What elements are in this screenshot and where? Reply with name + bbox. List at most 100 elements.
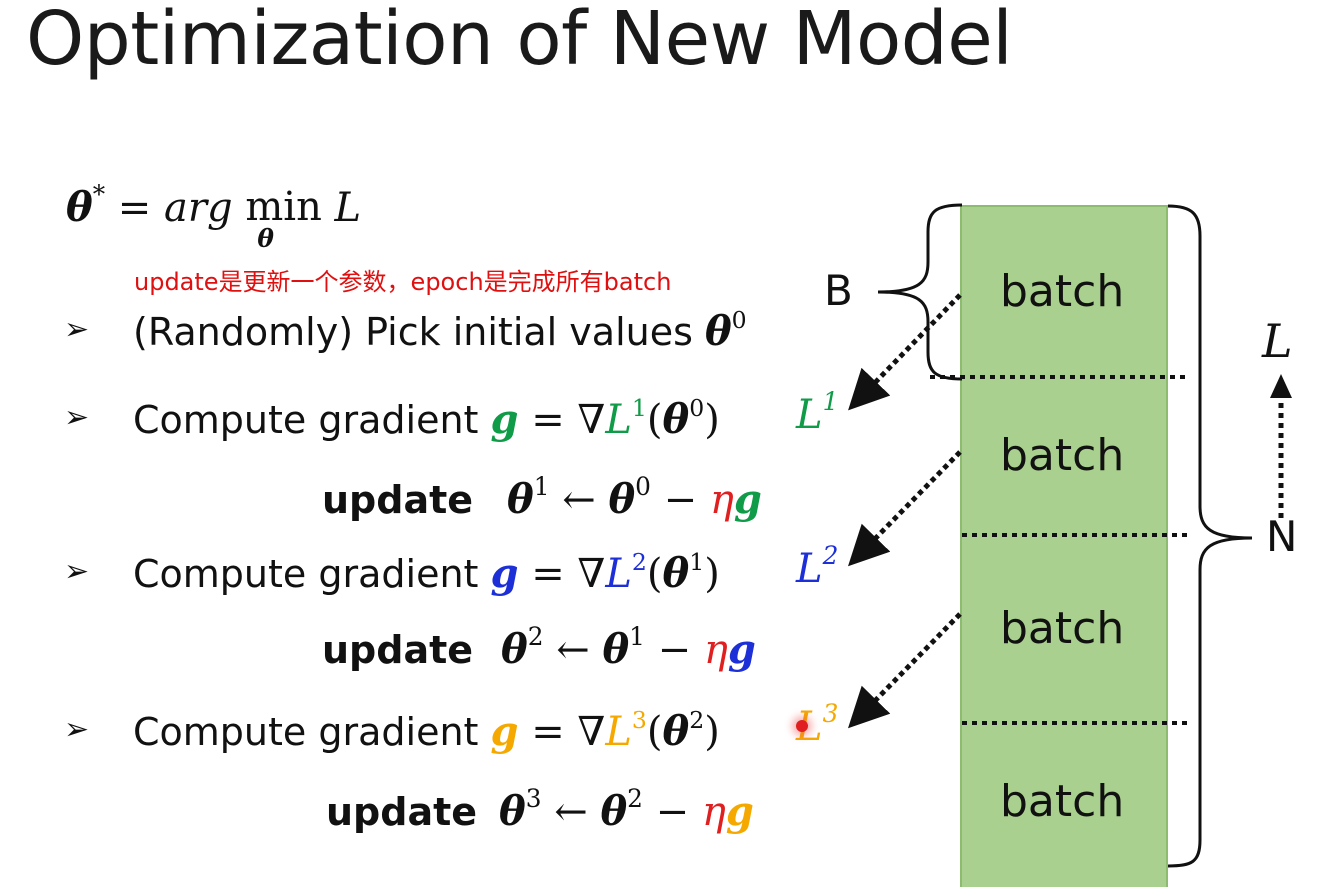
objective-min-text: min bbox=[245, 184, 322, 230]
side-loss-sup: 2 bbox=[822, 541, 839, 571]
update-theta-old: θ bbox=[600, 788, 628, 835]
side-loss-2: L2 bbox=[796, 543, 838, 592]
side-loss-3: L3 bbox=[796, 701, 838, 750]
update-g: g bbox=[727, 626, 756, 673]
update-theta-old-sup: 1 bbox=[629, 622, 645, 652]
bullet-arrow-icon: ➢ bbox=[64, 400, 90, 435]
update-theta-old: θ bbox=[608, 476, 636, 523]
batch-label: batch bbox=[1000, 603, 1125, 654]
update-theta-old: θ bbox=[602, 626, 630, 673]
side-loss-letter: L bbox=[796, 392, 823, 438]
batch-size-label: B bbox=[824, 266, 853, 315]
update-theta-new-sup: 2 bbox=[527, 622, 544, 652]
update-theta-new: θ bbox=[499, 788, 526, 835]
gradient-text: Compute gradient bbox=[133, 552, 491, 596]
gradient-nabla: = ∇ bbox=[518, 709, 606, 755]
gradient-loss-sup: 3 bbox=[631, 706, 647, 735]
paren-close: ) bbox=[704, 397, 720, 443]
objective-min-sub: θ bbox=[257, 224, 274, 253]
update-word: update bbox=[322, 478, 474, 522]
batch-brace bbox=[877, 203, 963, 381]
gradient-loss: L bbox=[605, 709, 632, 755]
gradient-theta-sup: 1 bbox=[689, 548, 705, 577]
gradient-theta-sup: 0 bbox=[689, 394, 705, 423]
gradient-loss: L bbox=[605, 397, 632, 443]
update-word: update bbox=[322, 628, 474, 672]
gradient-g: g bbox=[490, 708, 519, 755]
paren-open: ( bbox=[646, 397, 663, 443]
gradient-loss: L bbox=[605, 551, 632, 597]
bullet-arrow-icon: ➢ bbox=[64, 312, 90, 347]
gradient-g: g bbox=[490, 396, 519, 443]
update-theta-new: θ bbox=[501, 626, 528, 673]
n-to-l-arrowhead bbox=[1270, 374, 1292, 398]
side-loss-sup: 1 bbox=[822, 387, 839, 417]
batch-arrow-2 bbox=[848, 450, 962, 567]
gradient-loss-sup: 1 bbox=[631, 394, 647, 423]
init-theta: θ bbox=[704, 308, 732, 355]
gradient-loss-sup: 2 bbox=[631, 548, 647, 577]
gradient-nabla: = ∇ bbox=[518, 551, 606, 597]
slide-title: Optimization of New Model bbox=[26, 0, 1013, 82]
init-theta-sup: 0 bbox=[731, 306, 747, 335]
cursor-dot bbox=[796, 720, 808, 732]
batch-label: batch bbox=[1000, 776, 1125, 827]
update-theta-old-sup: 2 bbox=[627, 784, 643, 814]
update-eta: η bbox=[709, 477, 734, 523]
paren-open: ( bbox=[646, 551, 663, 597]
init-step: (Randomly) Pick initial values θ0 bbox=[133, 308, 747, 355]
update-theta-new-sup: 1 bbox=[533, 472, 550, 502]
total-brace bbox=[1167, 204, 1253, 868]
paren-close: ) bbox=[704, 709, 720, 755]
paren-close: ) bbox=[704, 551, 720, 597]
gradient-g: g bbox=[490, 550, 519, 597]
init-step-text: (Randomly) Pick initial values bbox=[133, 310, 705, 354]
update-theta-new-sup: 3 bbox=[525, 784, 542, 814]
gradient-text: Compute gradient bbox=[133, 710, 491, 754]
update-eta: η bbox=[703, 627, 728, 673]
batch-arrow-1 bbox=[848, 293, 962, 411]
update-minus: − bbox=[644, 627, 704, 673]
gradient-nabla: = ∇ bbox=[518, 397, 606, 443]
update-arrow: ← bbox=[543, 627, 603, 673]
bullet-arrow-icon: ➢ bbox=[64, 554, 90, 589]
objective-theta: θ bbox=[66, 184, 93, 231]
gradient-theta-sup: 2 bbox=[689, 706, 705, 735]
update-arrow: ← bbox=[541, 789, 601, 835]
loss-label: L bbox=[1262, 314, 1293, 368]
side-loss-letter: L bbox=[796, 546, 823, 592]
update-g: g bbox=[733, 476, 762, 523]
gradient-theta: θ bbox=[662, 396, 690, 443]
update-word: update bbox=[326, 790, 478, 834]
batch-arrow-3 bbox=[848, 612, 962, 729]
objective-loss: L bbox=[334, 185, 362, 231]
update-theta-old-sup: 0 bbox=[635, 472, 651, 502]
update-minus: − bbox=[650, 477, 710, 523]
paren-open: ( bbox=[646, 709, 663, 755]
data-column bbox=[960, 205, 1168, 887]
gradient-theta: θ bbox=[662, 550, 690, 597]
gradient-theta: θ bbox=[662, 708, 690, 755]
update-minus: − bbox=[642, 789, 702, 835]
gradient-step-1: Compute gradient g = ∇L1(θ0) bbox=[133, 396, 720, 443]
bullet-arrow-icon: ➢ bbox=[64, 712, 90, 747]
update-theta-new: θ bbox=[507, 476, 534, 523]
side-loss-1: L1 bbox=[796, 389, 838, 438]
annotation-note: update是更新一个参数，epoch是完成所有batch bbox=[134, 268, 672, 296]
objective-star: * bbox=[92, 180, 106, 210]
update-arrow: ← bbox=[549, 477, 609, 523]
gradient-text: Compute gradient bbox=[133, 398, 491, 442]
objective-equals: = bbox=[105, 185, 165, 231]
gradient-step-2: Compute gradient g = ∇L2(θ1) bbox=[133, 550, 720, 597]
batch-label: batch bbox=[1000, 266, 1125, 317]
total-label: N bbox=[1266, 512, 1298, 561]
batch-label: batch bbox=[1000, 430, 1125, 481]
side-loss-sup: 3 bbox=[822, 699, 839, 729]
gradient-step-3: Compute gradient g = ∇L3(θ2) bbox=[133, 708, 720, 755]
